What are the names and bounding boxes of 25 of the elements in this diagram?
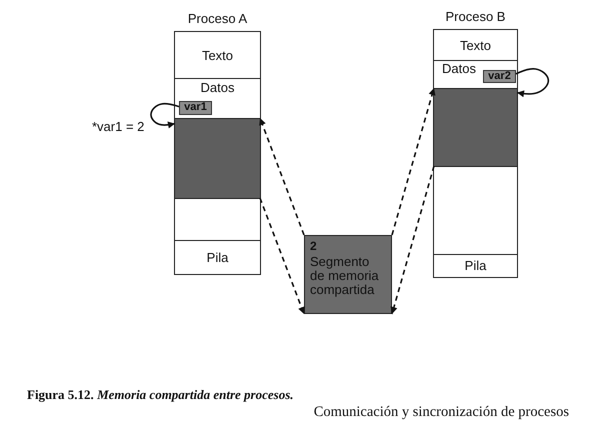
dashed-arrow bbox=[390, 166, 435, 314]
column-heading: Proceso B bbox=[446, 8, 506, 26]
shared-memory-block bbox=[304, 235, 392, 314]
region-label: Texto bbox=[460, 38, 492, 52]
region-label: Datos bbox=[200, 80, 234, 95]
variable-tag: var1 bbox=[179, 101, 212, 115]
region-label: Pila bbox=[464, 258, 486, 273]
page-header-text: Comunicación y sincronización de procesos bbox=[312, 404, 569, 421]
dashed-arrow bbox=[391, 88, 436, 236]
block-number: 2 bbox=[310, 239, 317, 253]
shaded-region bbox=[434, 88, 517, 166]
column-heading: Proceso A bbox=[188, 10, 248, 28]
block-label: Segmento de memoria compartida bbox=[310, 255, 380, 297]
memory-region bbox=[175, 78, 260, 118]
curved-arrow bbox=[150, 102, 180, 128]
region-label: Texto bbox=[202, 48, 234, 62]
dashed-arrow bbox=[259, 198, 305, 314]
shaded-region bbox=[175, 118, 260, 198]
edge-label: *var1 = 2 bbox=[91, 119, 146, 134]
curved-arrow bbox=[516, 68, 550, 98]
dashed-arrow bbox=[259, 118, 305, 236]
variable-tag: var2 bbox=[483, 70, 516, 83]
region-label: Datos bbox=[442, 61, 476, 76]
region-label: Pila bbox=[206, 250, 228, 264]
figure-caption: Figura 5.12. Memoria compartida entre procesos. bbox=[27, 387, 294, 403]
